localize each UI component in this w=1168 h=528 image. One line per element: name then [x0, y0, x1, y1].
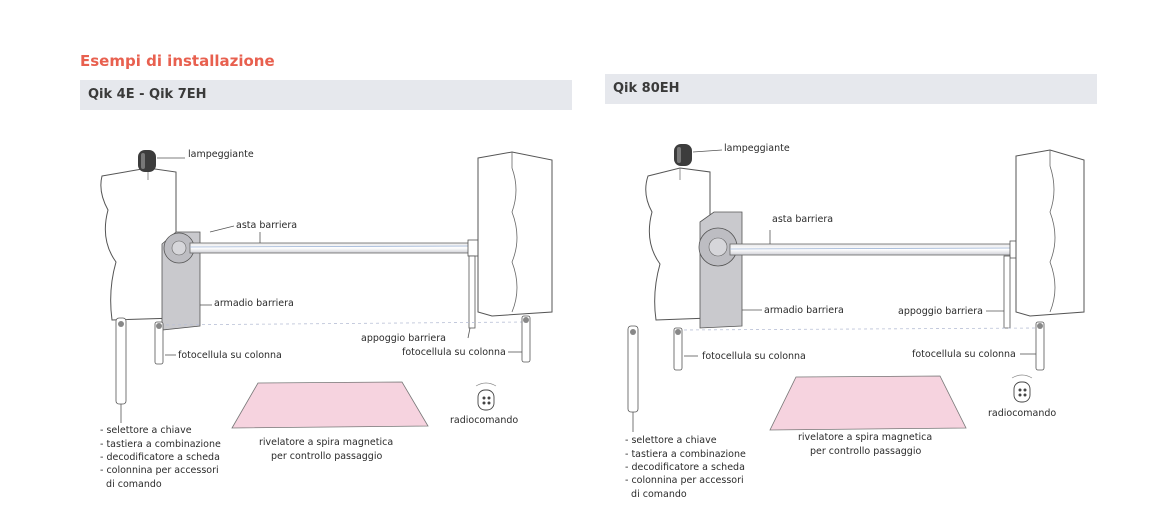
label-asta-left: asta barriera: [236, 220, 297, 231]
label-radio-right: radiocomando: [988, 408, 1056, 419]
radiocomando-icon: [475, 382, 497, 411]
fotocellula-right-column: [1035, 321, 1045, 371]
label-armadio-right: armadio barriera: [764, 305, 844, 316]
label-foto2-left: fotocellula su colonna: [402, 347, 506, 358]
list-item-right-1: - tastiera a combinazione: [625, 449, 746, 460]
right-pillar: [477, 151, 553, 317]
model-title-left: Qik 4E - Qik 7EH: [88, 87, 207, 102]
model-band-right: Qik 80EH: [605, 74, 1097, 104]
label-foto1-left: fotocellula su colonna: [178, 350, 282, 361]
list-item-left-4: di comando: [100, 479, 162, 490]
spira-magnetica: [769, 375, 967, 431]
lampeggiante-icon: [674, 144, 692, 166]
label-spira2-left: per controllo passaggio: [271, 451, 382, 462]
label-spira2-right: per controllo passaggio: [810, 446, 921, 457]
label-lampeggiante-right: lampeggiante: [724, 143, 790, 154]
label-appoggio-left: appoggio barriera: [361, 333, 446, 344]
list-item-left-3: - colonnina per accessori: [100, 465, 219, 476]
selettore-column: [115, 317, 127, 405]
label-appoggio-right: appoggio barriera: [898, 306, 983, 317]
label-radio-left: radiocomando: [450, 415, 518, 426]
appoggio-barriera: [1003, 255, 1011, 329]
selettore-column: [627, 325, 639, 413]
radiocomando-icon: [1011, 374, 1033, 403]
model-title-right: Qik 80EH: [613, 81, 680, 96]
list-item-right-4: di comando: [625, 489, 687, 500]
list-item-right-2: - decodificatore a scheda: [625, 462, 745, 473]
list-item-left-1: - tastiera a combinazione: [100, 439, 221, 450]
fotocellula-right-column: [521, 315, 531, 363]
left-pillar: [645, 167, 711, 321]
page-title: Esempi di installazione: [80, 52, 275, 70]
fotocellula-left-column: [154, 321, 164, 365]
fotocellula-left-column: [673, 327, 683, 371]
label-spira1-right: rivelatore a spira magnetica: [798, 432, 932, 443]
model-band-left: Qik 4E - Qik 7EH: [80, 80, 572, 110]
label-spira1-left: rivelatore a spira magnetica: [259, 437, 393, 448]
label-foto1-right: fotocellula su colonna: [702, 351, 806, 362]
right-panel-diagram: lampeggiante asta barriera armadio barri…: [625, 143, 1085, 500]
asta-barriera: [729, 243, 1017, 256]
appoggio-barriera: [468, 255, 476, 329]
lampeggiante-icon: [138, 150, 156, 172]
right-pillar: [1015, 149, 1085, 317]
left-panel-diagram: lampeggiante asta barriera armadio barri…: [100, 149, 553, 490]
asta-barriera: [189, 242, 475, 254]
label-asta-right: asta barriera: [772, 214, 833, 225]
label-foto2-right: fotocellula su colonna: [912, 349, 1016, 360]
label-lampeggiante-left: lampeggiante: [188, 149, 254, 160]
list-item-right-0: - selettore a chiave: [625, 435, 717, 446]
list-item-left-2: - decodificatore a scheda: [100, 452, 220, 463]
spira-magnetica: [231, 381, 429, 429]
list-item-left-0: - selettore a chiave: [100, 425, 192, 436]
label-armadio-left: armadio barriera: [214, 298, 294, 309]
list-item-right-3: - colonnina per accessori: [625, 475, 744, 486]
left-pillar: [100, 167, 177, 321]
